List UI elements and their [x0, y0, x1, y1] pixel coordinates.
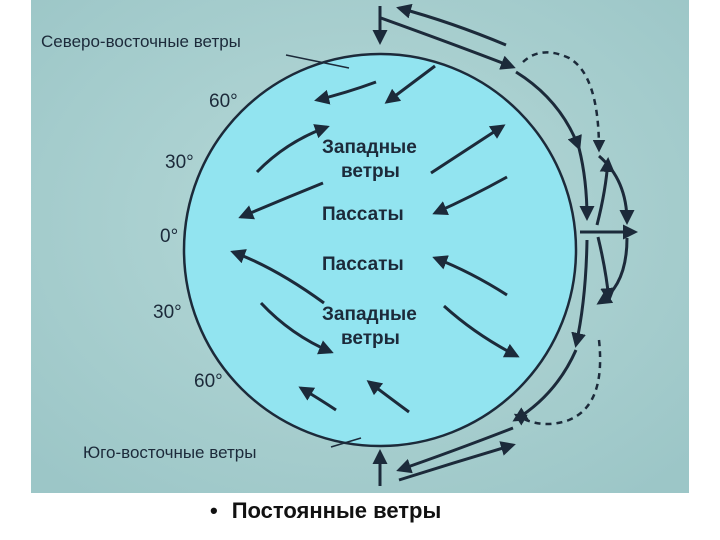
upper-flow-arrow-s3: [398, 441, 516, 482]
westerly-arrow-s2: [442, 304, 520, 358]
south-westerlies-label-line2: ветры: [341, 328, 400, 349]
latitude-label-equator: 0°: [160, 226, 178, 247]
westerly-arrow-s1: [259, 301, 334, 355]
polar-easterly-arrow-s2: [366, 380, 410, 414]
northeast-winds-leader: [285, 54, 350, 69]
westerly-arrow-n2: [430, 124, 506, 175]
caption: • Постоянные ветры: [210, 498, 441, 524]
south-westerlies-label-line1: Западные: [322, 304, 417, 325]
latitude-label-60s: 60°: [194, 371, 223, 392]
westerly-arrow-n1: [255, 124, 330, 174]
upper-flow-arrow-n1: [396, 3, 507, 47]
caption-text: Постоянные ветры: [231, 498, 442, 523]
upper-flow-arrow-n3: [515, 70, 582, 151]
polar-cell-dashed-loop-s: [513, 339, 602, 426]
trade-wind-arrow-s2: [432, 255, 508, 297]
upper-flow-arrow-n2: [380, 16, 516, 70]
north-westerlies-label-line1: Западные: [322, 137, 417, 158]
trade-wind-arrow-s1: [230, 249, 325, 305]
latitude-label-30s: 30°: [153, 302, 182, 323]
northeast-winds-label: Северо-восточные ветры: [41, 32, 241, 51]
ferrel-cell-arrow-s: [571, 239, 589, 348]
polar-easterly-arrow-n2: [384, 64, 436, 104]
southeast-winds-leader: [330, 437, 362, 448]
ferrel-cell-arrow-n: [577, 147, 595, 221]
upper-flow-arrow-s2: [396, 426, 514, 474]
polar-cell-dashed-loop-n: [522, 51, 606, 153]
polar-easterly-arrow-s1: [298, 386, 337, 412]
north-westerlies-label-line2: ветры: [341, 161, 400, 182]
trade-wind-arrow-n2: [432, 175, 508, 215]
wind-diagram: 60° 30° 0° 30° 60° Северо-восточные ветр…: [31, 0, 689, 493]
globe: [182, 52, 578, 448]
latitude-label-30n: 30°: [165, 152, 194, 173]
caption-bullet: •: [210, 498, 218, 523]
south-trades-label: Пассаты: [322, 254, 404, 275]
hadley-cell-arrow-n2: [598, 154, 635, 225]
polar-easterly-arrow-n1: [314, 80, 377, 105]
hadley-cell-arrow-s2: [596, 237, 629, 305]
north-trades-label: Пассаты: [322, 204, 404, 225]
trade-wind-arrow-n1: [238, 181, 324, 220]
southeast-winds-label: Юго-восточные ветры: [83, 443, 256, 462]
latitude-label-60n: 60°: [209, 91, 238, 112]
